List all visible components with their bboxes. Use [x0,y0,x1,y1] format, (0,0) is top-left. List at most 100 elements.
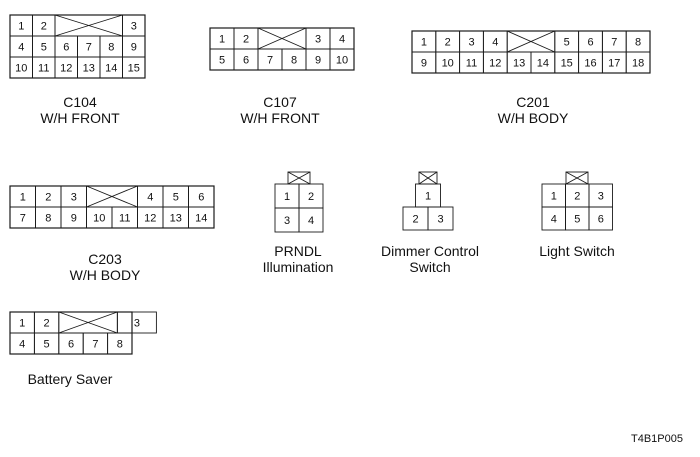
figure-reference: T4B1P005 [631,433,683,445]
connector-outline [9,14,146,79]
connector-prndl-label: PRNDL Illumination [238,243,358,275]
pin-cell [427,206,454,231]
pin-number: 3 [315,34,321,46]
connector-c201-label: C201 W/H BODY [473,94,593,126]
pin-number: 13 [170,213,182,225]
connector-subtitle: Illumination [262,259,334,275]
connector-code: C201 [516,94,550,110]
connector-outline [411,30,651,74]
pin-number: 10 [336,55,348,67]
pin-number: 1 [20,192,26,204]
pin-number: 10 [442,58,454,70]
pin-number: 1 [421,37,427,49]
pin-cell [588,206,613,231]
pin-cell [116,311,157,334]
pin-number: 1 [551,191,557,203]
connector-c104-label: C104 W/H FRONT [20,94,140,126]
pin-number: 3 [437,214,443,226]
connector-subtitle: W/H BODY [497,110,569,126]
pin-number: 15 [561,58,573,70]
pin-number: 14 [195,213,207,225]
connector-light-label: Light Switch [517,243,637,259]
pin-number: 7 [86,42,92,54]
pin-number: 2 [41,21,47,33]
pin-number: 5 [41,42,47,54]
pin-number: 7 [267,55,273,67]
connector-subtitle: Switch [409,259,451,275]
pin-number: 12 [60,63,72,75]
pin-number: 3 [598,191,604,203]
pin-number: 8 [291,55,297,67]
pin-number: 1 [219,34,225,46]
pin-number: 1 [425,191,431,203]
pin-number: 4 [19,339,25,351]
pin-number: 7 [611,37,617,49]
pin-number: 1 [18,21,24,33]
pin-number: 9 [421,58,427,70]
connector-face-svg: 1 2 3 4 5 6 [541,171,613,231]
cavity-cross-line [418,171,438,185]
pin-number: 7 [92,339,98,351]
pin-cell [298,207,324,233]
pin-number: 14 [105,63,117,75]
pin-number: 10 [93,213,105,225]
pin-number: 11 [38,63,49,75]
pin-number: 12 [489,58,501,70]
pin-number: 2 [308,191,314,203]
pin-number: 3 [284,215,290,227]
pin-number: 17 [608,58,620,70]
connector-code: Battery Saver [27,371,113,387]
pin-number: 13 [513,58,525,70]
pin-number: 5 [564,37,570,49]
connector-code: C104 [63,94,97,110]
pin-number: 9 [131,42,137,54]
connector-dimmer-label: Dimmer Control Switch [360,243,500,275]
pin-number: 6 [598,214,604,226]
pin-number: 5 [574,214,580,226]
pin-number: 4 [339,34,345,46]
pin-number: 4 [147,192,153,204]
connector-subtitle: W/H BODY [69,267,141,283]
pin-number: 11 [119,213,130,225]
pin-number: 2 [44,318,50,330]
pin-number: 2 [412,214,418,226]
pin-number: 6 [198,192,204,204]
pin-number: 3 [131,21,137,33]
pin-number: 5 [44,339,50,351]
pin-number: 18 [632,58,644,70]
pin-number: 15 [128,63,140,75]
pin-number: 4 [492,37,498,49]
pin-number: 14 [537,58,549,70]
cavity-cross-line [287,171,311,185]
pin-number: 3 [468,37,474,49]
pin-number: 1 [19,318,25,330]
pin-number: 7 [20,213,26,225]
pin-number: 2 [45,192,51,204]
pin-number: 9 [71,213,77,225]
pin-number: 5 [219,55,225,67]
connector-battery-label: Battery Saver [10,371,130,387]
cavity-cross-line [565,171,589,185]
pin-number: 13 [83,63,95,75]
pin-number: 4 [551,214,557,226]
connector-light-face: 1 2 3 4 5 6 [541,171,614,231]
connector-code: Dimmer Control [380,243,479,259]
connector-code: C203 [88,251,122,267]
pin-number: 16 [584,58,596,70]
connector-outline [9,311,133,355]
pin-number: 6 [243,55,249,67]
connector-c107-label: C107 W/H FRONT [220,94,340,126]
pin-number: 2 [574,191,580,203]
pin-number: 6 [587,37,593,49]
connector-face-svg: 12 3 [402,171,454,231]
connector-c203-label: C203 W/H BODY [45,251,165,283]
connector-code: PRNDL [274,243,322,259]
pin-number: 4 [308,215,314,227]
